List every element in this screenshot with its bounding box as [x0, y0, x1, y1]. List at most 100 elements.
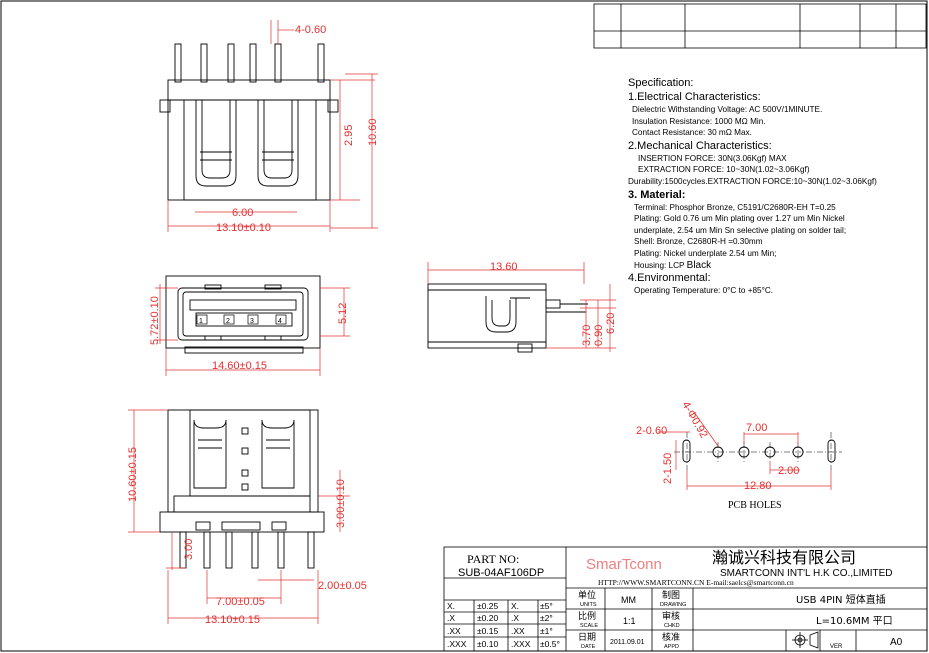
pcb-dim-hole: 4-Φ0.92 — [679, 400, 709, 441]
front-pin-1: 1 — [199, 318, 203, 325]
pcb-dim-total: 12.80 — [744, 480, 772, 492]
tol-r4-c1: .XXX — [447, 639, 467, 649]
front-pin-4: 4 — [278, 318, 282, 325]
top-height-dim-1: 2.95 — [343, 125, 355, 146]
company-contact: HTTP://WWW.SMARTCONN.CN E-mail:saelcs@sm… — [598, 578, 794, 587]
ver-label: VER — [830, 644, 843, 650]
top-view — [159, 43, 339, 201]
ver-value: A0 — [890, 637, 903, 648]
drawing-label-cn: 制图 — [662, 589, 680, 601]
side-view-dims — [427, 262, 616, 352]
front-view — [165, 275, 321, 354]
side-height-dim-1: 3.70 — [581, 325, 593, 346]
front-pin-3: 3 — [250, 318, 254, 325]
tol-r1-c2: ±0.25 — [477, 601, 498, 611]
bottom-width-dim-3: 2.00±0.05 — [318, 580, 367, 592]
tol-r4-c3: .XXX — [511, 639, 531, 649]
appd-label-en: APPD — [664, 644, 679, 650]
front-pin-boxes — [196, 314, 287, 325]
side-width-dim: 13.60 — [490, 261, 518, 273]
tol-r4-c4: ±0.5° — [540, 639, 560, 649]
bottom-view-dims — [128, 409, 350, 624]
drawing-label-en: DRAWING — [660, 602, 686, 608]
tol-r3-c2: ±0.15 — [477, 626, 498, 636]
pcb-dim-slot-length: 2-1.50 — [662, 453, 674, 484]
side-height-dim-3: 6.20 — [605, 313, 617, 334]
units-label-en: UNITS — [580, 602, 597, 608]
bottom-width-dim-2: 13.10±0.15 — [205, 614, 260, 626]
description-line-2: L=10.6MM 平口 — [816, 616, 893, 627]
brand-logo: SmarTconn — [586, 556, 662, 573]
spec-housing-color: Black — [686, 259, 712, 271]
top-pitch-dim: 4-0.60 — [295, 24, 326, 36]
spec-mechanical-item: INSERTION FORCE: 30N(3.06Kgf) MAX — [638, 153, 787, 163]
front-height-dim-1: 5.72±0.10 — [149, 296, 161, 345]
pcb-dims — [658, 411, 832, 490]
tol-r1-c1: X. — [447, 601, 455, 611]
pcb-dim-pitch-inner: 2.00 — [778, 465, 799, 477]
spec-section-mechanical: 2.Mechanical Characteristics: — [628, 139, 772, 152]
spec-mechanical-durability: Durability:1500cycles.EXTRACTION FORCE:1… — [628, 176, 877, 186]
pcb-dim-slot: 2-0.60 — [636, 425, 667, 437]
units-value: MM — [621, 595, 636, 605]
title-block-frame — [443, 546, 928, 652]
spec-material-item: Terminal: Phosphor Bronze, C5191/C2680R-… — [634, 202, 836, 212]
pcb-holes — [682, 439, 836, 463]
spec-environmental-item: Operating Temperature: 0°C to +85°C. — [634, 286, 774, 296]
tol-r1-c3: X. — [511, 601, 519, 611]
spec-electrical-item: Dielectric Withstanding Voltage: AC 500V… — [632, 105, 823, 114]
date-label-cn: 日期 — [578, 632, 596, 643]
spec-title: Specification: — [628, 77, 694, 89]
front-view-dims — [155, 284, 350, 376]
spec-material-item: underplate, 2.54 um Min Sn selective pla… — [634, 225, 847, 235]
side-view — [427, 283, 588, 353]
chkd-label-cn: 审核 — [662, 610, 680, 622]
front-pin-2: 2 — [226, 318, 230, 325]
tol-r4-c2: ±0.10 — [477, 639, 498, 649]
top-width-dim-1: 6.00 — [232, 207, 253, 219]
spec-section-electrical: 1.Electrical Characteristics: — [628, 91, 761, 103]
spec-electrical-item: Insulation Resistance: 1000 MΩ Min. — [632, 116, 766, 126]
revision-block — [593, 3, 927, 49]
bottom-view — [159, 409, 325, 569]
description-line-1: USB 4PIN 短体直插 — [796, 593, 886, 606]
tol-r2-c3: .X — [511, 613, 519, 623]
part-no-label: PART NO: — [467, 552, 519, 566]
spec-electrical-item: Contact Resistance: 30 mΩ Max. — [632, 128, 752, 138]
scale-value: 1:1 — [623, 616, 636, 626]
tol-r3-c1: .XX — [447, 626, 461, 636]
tol-r1-c4: ±5° — [540, 601, 553, 611]
date-label-en: DATE — [581, 644, 596, 650]
tol-r2-c1: .X — [447, 613, 455, 623]
spec-material-item: Shell: Bronze, C2680R-H =0.30mm — [634, 237, 763, 247]
tol-r2-c4: ±2° — [540, 613, 553, 623]
bottom-width-dim-1: 7.00±0.05 — [216, 596, 265, 608]
top-height-dim-2: 10.60 — [367, 118, 379, 146]
bottom-height-dim-1: 10.60±0.15 — [127, 447, 139, 502]
side-height-dim-2: 0.90 — [593, 325, 605, 346]
front-width-dim: 14.60±0.15 — [212, 360, 267, 372]
top-width-dim-2: 13.10±0.10 — [216, 222, 271, 234]
bottom-height-dim-2: 3.00±0.10 — [335, 479, 347, 528]
part-no-value: SUB-04AF106DP — [458, 567, 544, 579]
scale-label-en: SCALE — [580, 623, 598, 629]
units-label-cn: 单位 — [578, 589, 596, 601]
tol-r3-c3: .XX — [511, 626, 525, 636]
spec-housing-material: Housing: LCP — [634, 260, 685, 270]
spec-mechanical-item: EXTRACTION FORCE: 10~30N(1.02~3.06Kgf) — [638, 165, 810, 175]
scale-label-cn: 比例 — [578, 610, 596, 622]
front-height-dim-2: 5.12 — [337, 303, 349, 324]
chkd-label-en: CHKD — [664, 623, 680, 629]
bottom-height-dim-3: 3.00 — [183, 539, 195, 560]
top-view-dims — [167, 20, 378, 232]
tol-r3-c4: ±1° — [540, 626, 553, 636]
tol-r2-c2: ±0.20 — [477, 613, 498, 623]
spec-material-item: Plating: Gold 0.76 um Min plating over 1… — [634, 214, 845, 224]
company-name-en: SMARTCONN INT'L H.K CO.,LIMITED — [720, 568, 892, 579]
date-value: 2011.09.01 — [610, 639, 645, 646]
spec-section-material: 3. Material: — [628, 188, 686, 201]
spec-material-housing: Housing: LCP Black — [628, 260, 928, 272]
projection-symbol-icon — [792, 631, 819, 649]
specification-block: Specification: 1.Electrical Characterist… — [628, 76, 928, 297]
